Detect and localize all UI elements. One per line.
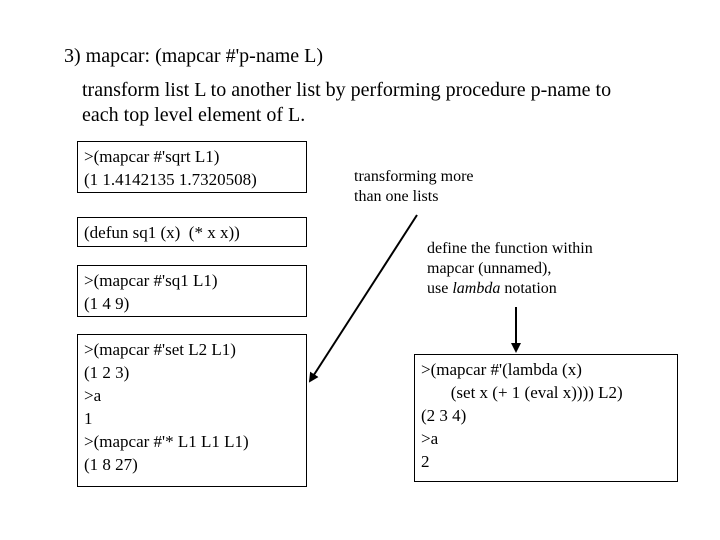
code-line: >a [421, 429, 439, 448]
code-line: >(mapcar #'* L1 L1 L1) [84, 432, 249, 451]
note-text: notation [500, 280, 557, 297]
code-line: (1 8 27) [84, 455, 138, 474]
sqrt-example-box: >(mapcar #'sqrt L1) (1 1.4142135 1.73205… [77, 141, 307, 193]
code-line: >a [84, 386, 102, 405]
code-line: (1 4 9) [84, 294, 130, 313]
code-line: (1 1.4142135 1.7320508) [84, 170, 257, 189]
code-line: (2 3 4) [421, 406, 467, 425]
code-line: >(mapcar #'sq1 L1) [84, 271, 218, 290]
note-line: define the function within [427, 240, 593, 257]
code-line: >(mapcar #'sqrt L1) [84, 147, 220, 166]
code-line: 2 [421, 452, 430, 471]
lambda-example-box: >(mapcar #'(lambda (x) (set x (+ 1 (eval… [414, 354, 678, 482]
note-line: mapcar (unnamed), [427, 260, 552, 277]
code-line: (set x (+ 1 (eval x)))) L2) [421, 383, 623, 402]
note-line: transforming more [354, 168, 474, 185]
defun-box: (defun sq1 (x) (* x x)) [77, 217, 307, 247]
slide-title: 3) mapcar: (mapcar #'p-name L) [64, 45, 324, 67]
lambda-note: define the function within mapcar (unnam… [427, 239, 593, 299]
description-line-2: each top level element of L. [82, 104, 306, 126]
sq1-example-box: >(mapcar #'sq1 L1) (1 4 9) [77, 265, 307, 317]
description-line-1: transform list L to another list by perf… [82, 79, 612, 101]
code-line: 1 [84, 409, 93, 428]
code-line: (1 2 3) [84, 363, 130, 382]
code-line: >(mapcar #'(lambda (x) [421, 360, 582, 379]
set-example-box: >(mapcar #'set L2 L1) (1 2 3) >a 1 >(map… [77, 334, 307, 487]
code-line: >(mapcar #'set L2 L1) [84, 340, 236, 359]
arrow-to-set-example [308, 214, 418, 383]
code-line: (defun sq1 (x) (* x x)) [84, 223, 240, 242]
note-text: use [427, 280, 453, 297]
multi-list-note: transforming more than one lists [354, 167, 474, 207]
lambda-keyword: lambda [452, 280, 501, 297]
note-line: than one lists [354, 188, 439, 205]
note-line: use lambda notation [427, 279, 593, 299]
